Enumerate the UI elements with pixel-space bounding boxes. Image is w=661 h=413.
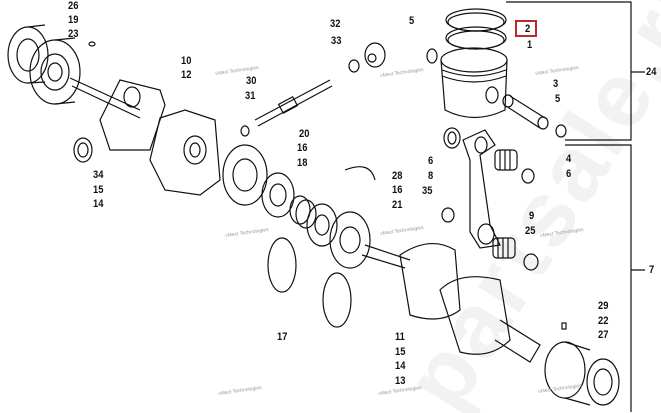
- callout-23: 23: [68, 28, 79, 40]
- washer-31: [240, 125, 250, 137]
- callout-19: 19: [68, 14, 79, 26]
- connecting-rod-8: [443, 127, 501, 249]
- nut-33: [348, 59, 360, 73]
- callout-5: 5: [409, 15, 415, 27]
- callout-31: 31: [245, 90, 256, 102]
- seal-27: [586, 358, 620, 406]
- piston-rings-2: [445, 8, 507, 50]
- crank-half-10: [99, 79, 166, 151]
- needle-bearing-9: [492, 237, 516, 259]
- callout-11: 11: [395, 331, 405, 343]
- callout-15: 15: [93, 184, 104, 196]
- callout-30: 30: [246, 75, 257, 87]
- seal-16b: [306, 203, 338, 247]
- clip-28: [344, 166, 376, 181]
- callout-35: 35: [422, 185, 433, 197]
- callout-13: 13: [395, 375, 406, 387]
- callout-6b: 6: [566, 168, 572, 180]
- washer-35: [441, 207, 455, 223]
- washer-34: [73, 137, 93, 163]
- callout-29: 29: [598, 300, 609, 312]
- bushing-32-hole: [367, 53, 377, 63]
- callout-14: 14: [93, 198, 104, 210]
- callout-32: 32: [330, 18, 341, 30]
- callout-26: 26: [68, 0, 79, 12]
- washer-25: [523, 253, 539, 271]
- callout-5b: 5: [555, 93, 561, 105]
- bearing-19: [29, 37, 81, 105]
- pump-gear: [277, 96, 299, 114]
- callout-2-highlighted: 2: [525, 23, 531, 35]
- callout-7: 7: [649, 264, 655, 276]
- crank-half-12: [149, 109, 221, 196]
- highlight-box-2: [515, 20, 537, 37]
- crank-stub: [494, 319, 541, 363]
- bearing-21: [329, 211, 371, 269]
- callout-1: 1: [527, 39, 533, 51]
- shaft-right: [361, 244, 411, 269]
- crank-web-13: [439, 276, 511, 355]
- callout-16: 16: [297, 142, 308, 154]
- shaft-left: [69, 77, 141, 119]
- clip-5: [426, 48, 438, 64]
- washer-6b: [521, 168, 535, 184]
- crank-web-11: [399, 243, 461, 320]
- callout-10: 10: [181, 55, 192, 67]
- callout-8: 8: [428, 170, 434, 182]
- callout-24: 24: [646, 66, 657, 78]
- pin-29: [561, 322, 567, 330]
- callout-20: 20: [299, 128, 310, 140]
- crank-bore: [183, 135, 207, 165]
- callout-18: 18: [297, 157, 308, 169]
- bearing-22: [544, 341, 591, 406]
- pump-shaft-30: [254, 79, 333, 127]
- callout-22: 22: [598, 315, 609, 327]
- seal-16: [261, 172, 295, 218]
- watermark-large: partsale.ru: [386, 0, 661, 413]
- piston-1: [440, 47, 508, 119]
- piston-pin-3: [502, 94, 549, 130]
- bracket-7: [565, 144, 645, 412]
- callout-33: 33: [331, 35, 342, 47]
- callout-28: 28: [392, 170, 403, 182]
- spring-18: [289, 195, 317, 229]
- key-23: [88, 41, 96, 47]
- crank-hole: [123, 86, 141, 108]
- callout-16b: 16: [392, 184, 403, 196]
- bracket-24: [506, 1, 645, 141]
- callout-34: 34: [93, 169, 104, 181]
- washer-34-inner: [77, 142, 89, 158]
- bearing-20: [222, 144, 268, 206]
- callout-12: 12: [181, 69, 192, 81]
- seal-26: [7, 24, 49, 84]
- callout-9: 9: [529, 210, 535, 222]
- bushing-32: [364, 42, 386, 68]
- callout-6: 6: [428, 155, 434, 167]
- needle-bearing-4: [494, 149, 518, 171]
- callout-14b: 14: [395, 360, 406, 372]
- callout-15b: 15: [395, 346, 406, 358]
- callout-21: 21: [392, 199, 403, 211]
- clip-5b: [555, 124, 567, 138]
- callout-17: 17: [277, 331, 288, 343]
- callout-27: 27: [598, 329, 609, 341]
- callout-3: 3: [553, 78, 559, 90]
- crank-bore-inner: [189, 142, 201, 158]
- callout-25: 25: [525, 225, 536, 237]
- snap-rings-17: [267, 237, 352, 328]
- callout-4: 4: [566, 153, 572, 165]
